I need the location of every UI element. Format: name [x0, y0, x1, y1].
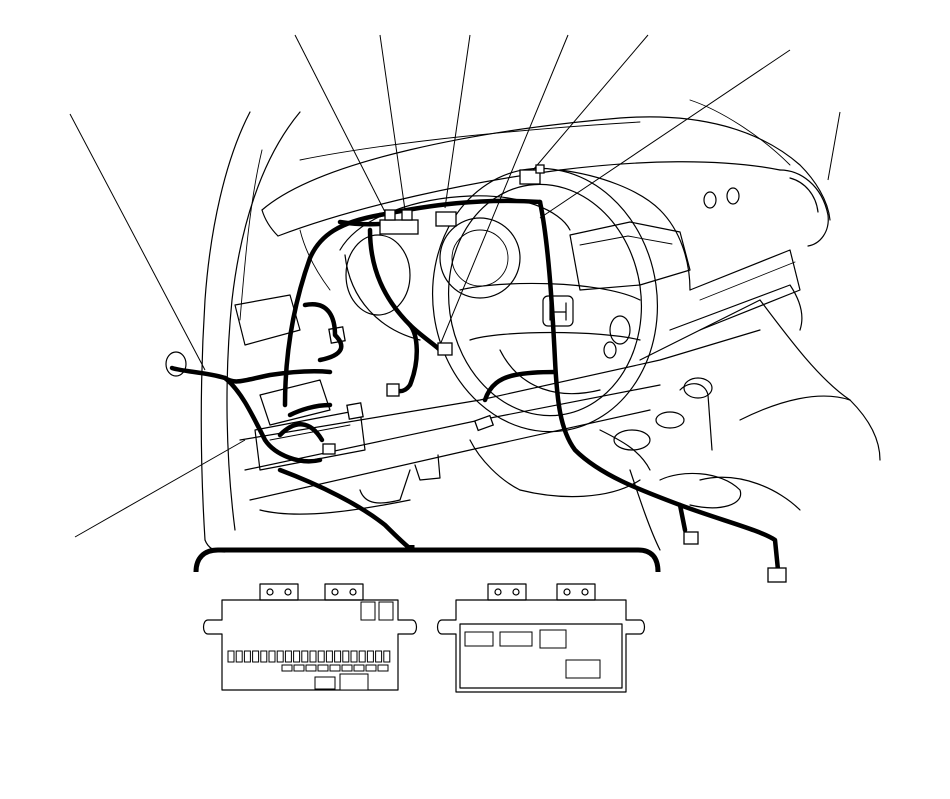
horn-emblem — [542, 295, 574, 327]
gauge-connector-2 — [435, 211, 457, 227]
callout-fuse-box-bottom — [74, 439, 246, 538]
pin — [358, 650, 366, 663]
callout-left-harness-grommet — [69, 113, 206, 371]
vent-knob-right — [726, 187, 740, 205]
callout-steering-connector — [539, 49, 791, 219]
fuse-box-area — [234, 294, 366, 471]
grommet — [165, 351, 187, 377]
pin — [329, 664, 341, 672]
pin — [366, 650, 374, 663]
gauge-connector-1 — [379, 219, 419, 235]
pin — [375, 650, 383, 663]
pin — [377, 664, 389, 672]
pin — [235, 650, 243, 663]
pin — [365, 664, 377, 672]
pin — [301, 650, 309, 663]
pin — [284, 650, 292, 663]
callout-leaders — [69, 34, 841, 538]
callout-gauge-connector-1 — [379, 34, 406, 211]
pin-row-lower — [281, 664, 389, 672]
pin — [260, 650, 268, 663]
control-unit-b — [436, 583, 646, 693]
pin — [227, 650, 235, 663]
callout-combination-switch — [439, 34, 569, 346]
wiring-harness — [165, 198, 781, 573]
pin — [281, 664, 293, 672]
floor-connector — [767, 567, 787, 583]
control-unit-a — [202, 583, 418, 691]
pin — [317, 664, 329, 672]
callout-upper-connector — [532, 34, 649, 171]
harness-connectors — [379, 164, 787, 583]
vent-knob-left — [703, 191, 717, 209]
pin — [341, 664, 353, 672]
combination-switch-connector — [437, 342, 453, 356]
pin — [383, 650, 391, 663]
pin — [353, 664, 365, 672]
pin — [305, 664, 317, 672]
pin — [293, 650, 301, 663]
body-pillar — [200, 111, 301, 553]
pin — [334, 650, 342, 663]
pin-row-upper — [227, 650, 391, 663]
pin — [317, 650, 325, 663]
pin — [276, 650, 284, 663]
pin — [342, 650, 350, 663]
pin — [325, 650, 333, 663]
callout-dash-right-edge — [827, 111, 841, 181]
pin — [243, 650, 251, 663]
pin — [350, 650, 358, 663]
callout-fuse-box-top — [294, 34, 386, 213]
pin — [309, 650, 317, 663]
pin — [268, 650, 276, 663]
pin — [293, 664, 305, 672]
upper-connector — [519, 169, 541, 185]
unit-bracket — [193, 545, 661, 573]
dashboard-outline — [261, 99, 881, 551]
callout-gauge-connector-2 — [444, 34, 471, 209]
pin — [252, 650, 260, 663]
